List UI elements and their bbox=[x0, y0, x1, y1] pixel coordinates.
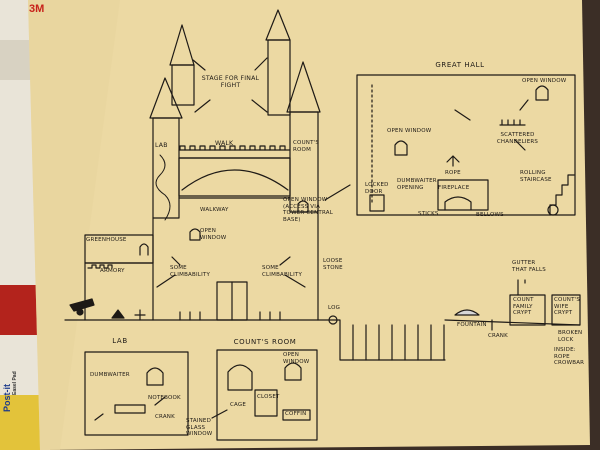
cannon-icon bbox=[69, 298, 95, 312]
closet-box bbox=[254, 389, 278, 417]
bellows-label: Bellows bbox=[476, 212, 504, 218]
rolling-staircase-label: Rolling staircase bbox=[520, 170, 552, 183]
stained-glass-label: Stained glass window bbox=[186, 418, 213, 437]
great-hall-frame bbox=[356, 74, 576, 216]
postit-logo: Post-it bbox=[2, 384, 12, 412]
count-room-window bbox=[284, 362, 302, 381]
coffin-label: Coffin bbox=[285, 411, 307, 417]
greenhouse-window bbox=[139, 243, 149, 256]
paper-sheet bbox=[28, 0, 590, 450]
tower-top-right bbox=[267, 39, 291, 116]
armory-crenellations bbox=[87, 264, 113, 269]
sticks-label: Sticks bbox=[418, 211, 439, 217]
hall-window-top bbox=[535, 85, 549, 101]
gate-arch bbox=[181, 169, 289, 191]
lab-window bbox=[146, 367, 164, 386]
count-room-title: Count's room bbox=[233, 338, 297, 346]
rope-icon bbox=[446, 155, 460, 167]
chandelier-icon bbox=[499, 119, 526, 126]
staircase-wheel bbox=[547, 204, 559, 216]
walk-crenellations bbox=[179, 145, 286, 151]
hall-window-left bbox=[394, 140, 408, 156]
count-family-crypt bbox=[509, 294, 546, 326]
dumbwaiter-label: Dumbwaiter bbox=[90, 372, 130, 378]
lab-room-title: Lab bbox=[112, 337, 128, 345]
count-room-tower-label: Count's Room bbox=[293, 140, 320, 153]
fireplace-block bbox=[437, 179, 489, 211]
cannonballs-icon bbox=[111, 309, 125, 319]
small-fence-left bbox=[179, 311, 281, 321]
dumbwaiter-opening-label: Dumbwaiter opening bbox=[397, 178, 437, 191]
count-room-cage bbox=[227, 364, 253, 391]
tower-window bbox=[297, 200, 309, 213]
gutter-label: Gutter that falls bbox=[512, 260, 546, 273]
some-climbability-left-label: Some climbability bbox=[170, 265, 211, 278]
fountain-icon bbox=[454, 309, 480, 316]
counts-wife-crypt bbox=[551, 294, 581, 326]
window-arrow bbox=[324, 184, 351, 201]
great-hall-open-window-left: Open window bbox=[387, 128, 432, 134]
locked-door-label: Locked door bbox=[365, 182, 389, 195]
broken-lock-label: Broken lock bbox=[558, 330, 583, 343]
fountain-label: Fountain bbox=[457, 322, 487, 328]
count-room-frame bbox=[216, 349, 318, 441]
stained-glass-arrow bbox=[211, 409, 228, 419]
lab-arrows bbox=[94, 396, 166, 421]
gutter-pipe bbox=[517, 279, 526, 296]
gate-block bbox=[178, 157, 291, 197]
cannon-wheel bbox=[76, 308, 84, 316]
log-label: Log bbox=[328, 305, 341, 311]
count-room-open-window-label: Open window bbox=[283, 352, 310, 365]
stage-arrows bbox=[192, 57, 268, 113]
greenhouse-label: Greenhouse bbox=[86, 237, 127, 243]
fireplace-label: Fireplace bbox=[438, 185, 470, 191]
armory-label: Armory bbox=[100, 268, 125, 274]
castle-drawing bbox=[64, 9, 581, 441]
locked-door bbox=[369, 194, 385, 212]
loose-stone-label: Loose stone bbox=[323, 258, 343, 271]
stage-label: Stage for final fight bbox=[201, 75, 260, 89]
walk-label: Walk bbox=[215, 140, 234, 147]
rope-label: Rope bbox=[445, 170, 461, 176]
log-icon bbox=[328, 315, 338, 325]
pad-side-text: Easel Pad bbox=[12, 371, 18, 395]
climb-arrows bbox=[156, 256, 306, 288]
fireplace-opening bbox=[444, 196, 472, 211]
front-window bbox=[189, 228, 201, 241]
walkway-label: Walkway bbox=[200, 207, 229, 213]
postit-yellow-tab bbox=[0, 395, 40, 450]
lab-room-frame bbox=[84, 351, 189, 436]
ground-line-right bbox=[444, 319, 581, 326]
brand-logo: 3M bbox=[29, 3, 45, 15]
lab-crank-label: Crank bbox=[155, 414, 175, 420]
open-window-right-label: Open window (access via tower central ba… bbox=[283, 197, 333, 223]
great-hall-open-window-top: Open window bbox=[522, 78, 567, 84]
scattered-chandeliers-label: Scattered chandeliers bbox=[496, 132, 539, 145]
open-window-front-label: Open window bbox=[200, 228, 227, 241]
pickaxe-icon bbox=[134, 309, 146, 321]
tower-top-left bbox=[171, 64, 195, 106]
armory-walls bbox=[84, 262, 154, 321]
lab-tower-label: Lab bbox=[155, 142, 168, 149]
counts-wife-crypt-label: Count's wife crypt bbox=[554, 297, 581, 316]
some-climbability-right-label: Some climbability bbox=[262, 265, 303, 278]
notebook-label: Notebook bbox=[148, 395, 181, 401]
cage-label: Cage bbox=[230, 402, 247, 408]
lab-table bbox=[114, 404, 146, 414]
iron-fence bbox=[352, 324, 445, 361]
hall-arrows bbox=[454, 99, 529, 151]
great-hall-title: Great Hall bbox=[435, 61, 485, 69]
ivy-vine bbox=[155, 154, 171, 221]
coffin-box bbox=[282, 409, 311, 421]
crank-grounds-label: Crank bbox=[488, 333, 508, 339]
count-family-crypt-label: Count family crypt bbox=[513, 297, 534, 316]
closet-label: Closet bbox=[257, 394, 280, 400]
paper-shade bbox=[28, 0, 120, 450]
pad-red-label bbox=[0, 285, 38, 335]
inside-note-label: Inside: rope crowbar bbox=[554, 347, 585, 366]
